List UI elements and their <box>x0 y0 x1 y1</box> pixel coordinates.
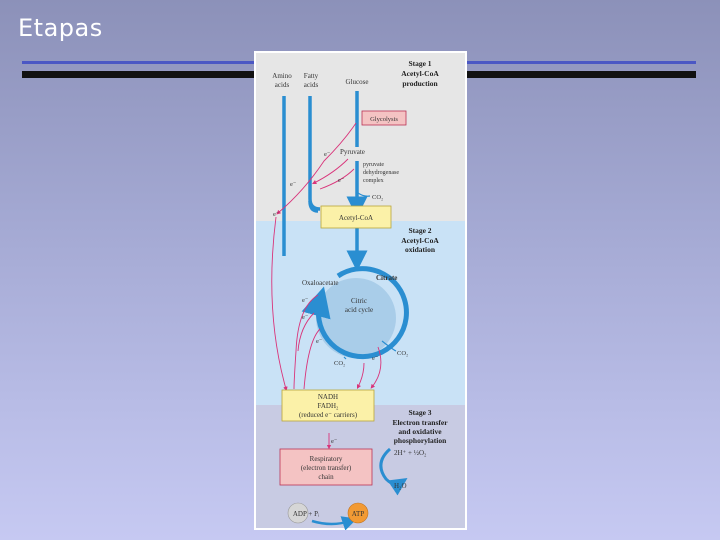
fatty-acids-label-2: acids <box>304 81 319 89</box>
oxaloacetate-label: Oxaloacetate <box>302 279 339 287</box>
electron-flow-stage1 <box>271 216 288 392</box>
glycolysis-label: Glycolysis <box>370 116 398 123</box>
glycolysis-box <box>361 110 407 126</box>
co2-label-stage1: CO₂ <box>372 194 383 201</box>
fatty-acids-label-1: Fatty <box>304 72 319 80</box>
stage1-label-3: production <box>402 79 438 88</box>
citric-acid-cycle-circle <box>316 278 396 358</box>
cycle-label-2: acid cycle <box>345 306 373 314</box>
electron-label-2: e⁻ <box>338 177 345 184</box>
acetyl-coa-label: Acetyl-CoA <box>339 214 373 222</box>
stage2-label-3: oxidation <box>405 245 436 254</box>
pdh-label-3: complex <box>363 178 384 184</box>
chain-label-3: chain <box>318 473 334 481</box>
electron-label-4: e⁻ <box>273 211 280 218</box>
electron-label-3: e⁻ <box>290 181 297 188</box>
chain-label-1: Respiratory <box>310 455 343 463</box>
oxygen-to-water-arrow <box>379 447 408 496</box>
electron-label-6: e⁻ <box>302 314 309 321</box>
citric-cycle-arrow <box>301 266 409 360</box>
atp-synthesis-arrow <box>311 516 358 531</box>
cycle-label-1: Citric <box>351 297 367 305</box>
pdh-label-2: dehydrogenase <box>363 170 399 176</box>
stage1-label-1: Stage 1 <box>408 59 431 68</box>
electron-label-1: e⁻ <box>324 151 331 158</box>
citrate-label: Citrate <box>376 274 397 282</box>
metabolism-stages-figure: Stage 1 Acetyl-CoA production Stage 2 Ac… <box>254 51 467 531</box>
water-label: H₂O <box>394 482 407 490</box>
respiratory-chain-box <box>279 448 373 486</box>
stage3-label-1: Stage 3 <box>408 408 431 417</box>
electron-label-7: e⁻ <box>316 338 323 345</box>
stage3-label-4: phosphorylation <box>394 436 447 445</box>
electron-label-9: e⁻ <box>331 438 338 445</box>
pyruvate-label: Pyruvate <box>340 148 365 156</box>
co2-label-cycle-right: CO₂ <box>397 350 408 357</box>
stage3-label-3: and oxidative <box>398 427 442 436</box>
stage3-label-2: Electron transfer <box>392 418 448 427</box>
electron-flow-glycolysis <box>276 122 357 215</box>
oxygen-label: 2H⁺ + ½O₂ <box>394 449 427 457</box>
stage1-label-2: Acetyl-CoA <box>401 69 439 78</box>
slide-title: Etapas <box>18 14 103 42</box>
atp-label: ATP <box>352 510 365 518</box>
acetyl-coa-box <box>320 205 392 229</box>
nadh-label: NADH <box>318 393 338 401</box>
electron-label-5: e⁻ <box>302 297 309 304</box>
atp-circle <box>347 502 369 524</box>
amino-acids-label-2: acids <box>275 81 290 89</box>
stage2-label-1: Stage 2 <box>408 226 431 235</box>
pdh-label-1: pyruvate <box>363 162 384 168</box>
chain-label-2: (electron transfer) <box>301 464 352 472</box>
stage1-panel <box>256 53 465 221</box>
electron-label-8: e⁻ <box>372 355 379 362</box>
stage2-label-2: Acetyl-CoA <box>401 236 439 245</box>
fadh2-label: FADH₂ <box>318 402 340 410</box>
reduced-carriers-box <box>281 389 375 422</box>
metabolism-diagram: Stage 1 Acetyl-CoA production Stage 2 Ac… <box>254 51 467 531</box>
co2-label-cycle-bottom: CO₂ <box>334 360 345 367</box>
amino-acids-label-1: Amino <box>272 72 292 80</box>
reduced-carriers-label: (reduced e⁻ carriers) <box>299 411 358 419</box>
adp-label: ADP + Pᵢ <box>293 510 320 518</box>
glucose-label: Glucose <box>346 78 369 86</box>
adp-circle <box>287 502 309 524</box>
